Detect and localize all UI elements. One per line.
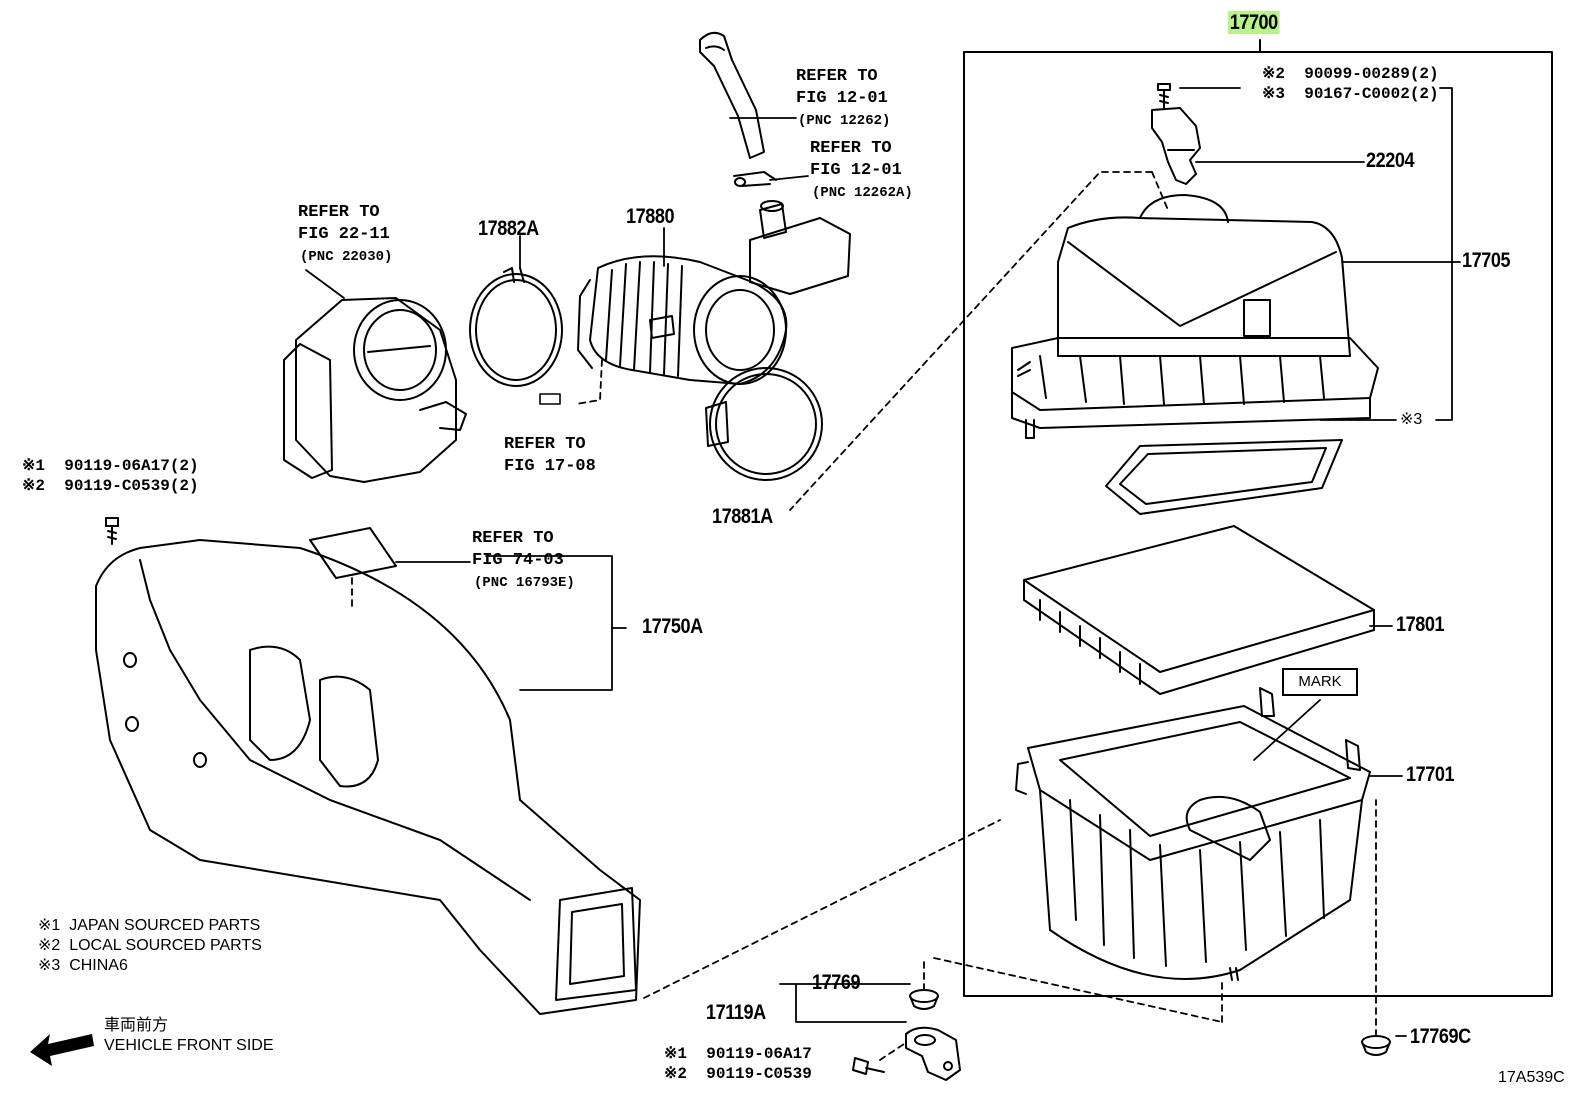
hose-clip-small: [733, 171, 777, 187]
callout-22204[interactable]: 22204: [1366, 149, 1415, 172]
legend-item-local: ※2 LOCAL SOURCED PARTS: [38, 937, 262, 954]
callout-17750a[interactable]: 17750A: [642, 615, 703, 638]
bracket-17119a: [905, 1026, 961, 1081]
callout-17119a[interactable]: 17119A: [706, 1001, 766, 1024]
bolt-callout-bottom-1[interactable]: ※1 90119-06A17: [664, 1045, 812, 1063]
callout-17801[interactable]: 17801: [1396, 613, 1445, 636]
bolt-callout-left-2[interactable]: ※2 90119-C0539(2): [22, 477, 199, 495]
bolt-callout-bottom-2[interactable]: ※2 90119-C0539: [664, 1065, 812, 1083]
refer-to-fig-22-11-fig[interactable]: FIG 22-11: [298, 225, 390, 244]
refer-to-fig-12-01-b-fig[interactable]: FIG 12-01: [810, 161, 902, 180]
filter-element: [1023, 525, 1375, 695]
bolt-callout-left-1[interactable]: ※1 90119-06A17(2): [22, 457, 199, 475]
air-cleaner-cap: [1011, 194, 1379, 439]
throttle-body: [283, 297, 467, 483]
refer-to-fig-74-03-fig[interactable]: FIG 74-03: [472, 551, 564, 570]
figure-code: 17A539C: [1498, 1069, 1565, 1086]
refer-to-fig-12-01-a-pnc: (PNC 12262): [798, 113, 891, 129]
label-plate: [309, 527, 397, 579]
refer-to-fig-74-03-pnc: (PNC 16793E): [474, 575, 575, 591]
grommet-17769c: [1361, 1035, 1391, 1056]
callout-17881a[interactable]: 17881A: [712, 505, 773, 528]
clamp-17882a: [469, 267, 563, 387]
front-arrow: [30, 1034, 94, 1066]
gasket: [1105, 439, 1343, 515]
bolt-callout-top-1[interactable]: ※2 90099-00289(2): [1262, 65, 1439, 83]
resonator: [749, 200, 851, 295]
callout-17769c[interactable]: 17769C: [1410, 1025, 1471, 1048]
direction-label-en: VEHICLE FRONT SIDE: [104, 1037, 274, 1054]
assembly-label[interactable]: 17700: [1228, 11, 1280, 34]
air-cleaner-case: [1015, 687, 1371, 981]
callout-17769[interactable]: 17769: [812, 971, 861, 994]
callout-17880[interactable]: 17880: [626, 205, 675, 228]
bolt-bottom: [852, 1057, 885, 1075]
grommet-17769: [909, 989, 939, 1010]
bolt-callout-top-2[interactable]: ※3 90167-C0002(2): [1262, 85, 1439, 103]
intake-duct: [95, 539, 641, 1015]
direction-label-jp: 車両前方: [104, 1017, 169, 1034]
refer-to-fig-12-01-b-pnc: (PNC 12262A): [812, 185, 913, 201]
refer-to-fig-12-01-b[interactable]: REFER TO: [810, 139, 892, 158]
refer-to-fig-17-08[interactable]: REFER TO: [504, 435, 586, 454]
legend-item-japan: ※1 JAPAN SOURCED PARTS: [38, 917, 261, 934]
screw-top: [1157, 83, 1171, 109]
note-china6-marker: ※3: [1400, 411, 1423, 428]
clamp-17881a: [705, 367, 823, 481]
refer-to-fig-12-01-a[interactable]: REFER TO: [796, 67, 878, 86]
refer-to-fig-17-08-fig[interactable]: FIG 17-08: [504, 457, 596, 476]
callout-17701[interactable]: 17701: [1406, 763, 1455, 786]
intake-hose: [577, 255, 788, 385]
assembly-frame: [963, 51, 1553, 997]
callout-17705[interactable]: 17705: [1462, 249, 1511, 272]
sensor-clip: [1151, 107, 1201, 185]
refer-to-fig-12-01-a-fig[interactable]: FIG 12-01: [796, 89, 888, 108]
bolt-left: [105, 517, 119, 545]
callout-17882a[interactable]: 17882A: [478, 217, 539, 240]
legend-item-china: ※3 CHINA6: [38, 957, 128, 974]
refer-to-fig-22-11-pnc: (PNC 22030): [300, 249, 393, 265]
mark-label-box: MARK: [1282, 668, 1358, 696]
pcv-hose: [699, 31, 765, 159]
refer-to-fig-74-03[interactable]: REFER TO: [472, 529, 554, 548]
refer-to-fig-22-11[interactable]: REFER TO: [298, 203, 380, 222]
